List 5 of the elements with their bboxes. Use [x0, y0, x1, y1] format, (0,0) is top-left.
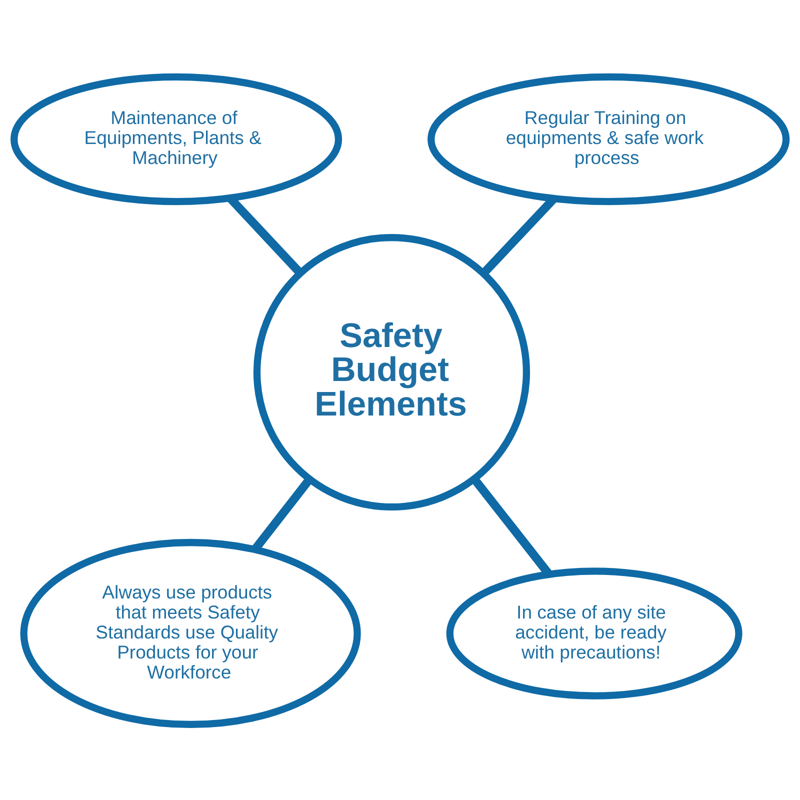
- node-ellipse: In case of any site accident, be ready with precautions!: [446, 567, 742, 699]
- node-ellipse: Always use products that meets Safety Standards use Quality Products for your Workforce: [20, 538, 361, 728]
- node-ellipse: Regular Training on equipments & safe work process: [428, 72, 790, 205]
- node-ellipse: Maintenance of Equipments, Plants & Machinery: [10, 72, 342, 205]
- node-circle: Safety Budget Elements: [253, 233, 530, 510]
